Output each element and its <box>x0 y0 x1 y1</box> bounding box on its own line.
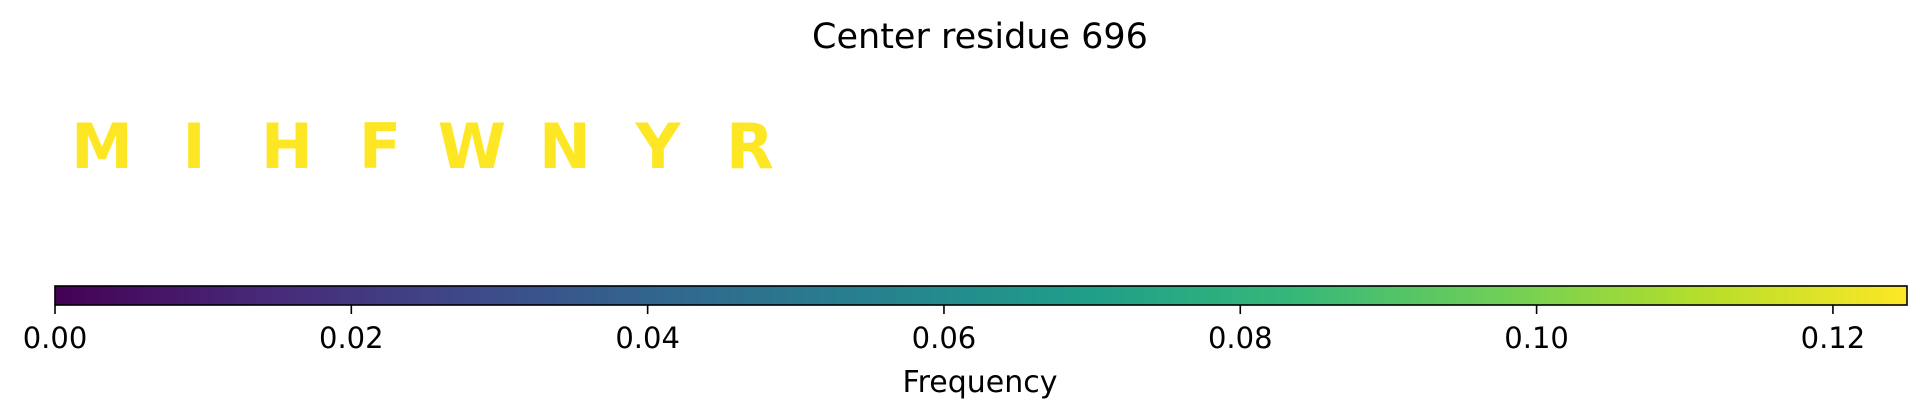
colorbar-tick-label: 0.04 <box>615 321 680 355</box>
residue-letter-h: H <box>261 110 313 183</box>
chart-title: Center residue 696 <box>812 17 1148 57</box>
residue-letter-m: M <box>71 110 133 183</box>
colorbar-tick-label: 0.02 <box>319 321 384 355</box>
residue-letter-n: N <box>539 110 591 183</box>
residue-letter-f: F <box>359 110 401 183</box>
colorbar-tick-label: 0.08 <box>1208 321 1273 355</box>
colorbar-tick-label: 0.12 <box>1801 321 1866 355</box>
colorbar-tick-label: 0.00 <box>23 321 88 355</box>
colorbar-gradient-bar <box>54 285 1908 306</box>
residue-letter-y: Y <box>635 110 682 183</box>
residue-letter-i: I <box>182 110 205 183</box>
colorbar-axis-label: Frequency <box>903 365 1058 400</box>
colorbar-tick-label: 0.10 <box>1504 321 1569 355</box>
colorbar-ticks: 0.00 0.02 0.04 0.06 0.08 0.10 0.12 <box>23 305 1865 355</box>
residue-letter-w: W <box>438 110 506 183</box>
residue-letter-r: R <box>726 110 774 183</box>
colorbar: 0.00 0.02 0.04 0.06 0.08 0.10 0.12 Frequency <box>23 285 1908 400</box>
colorbar-tick-label: 0.06 <box>912 321 977 355</box>
